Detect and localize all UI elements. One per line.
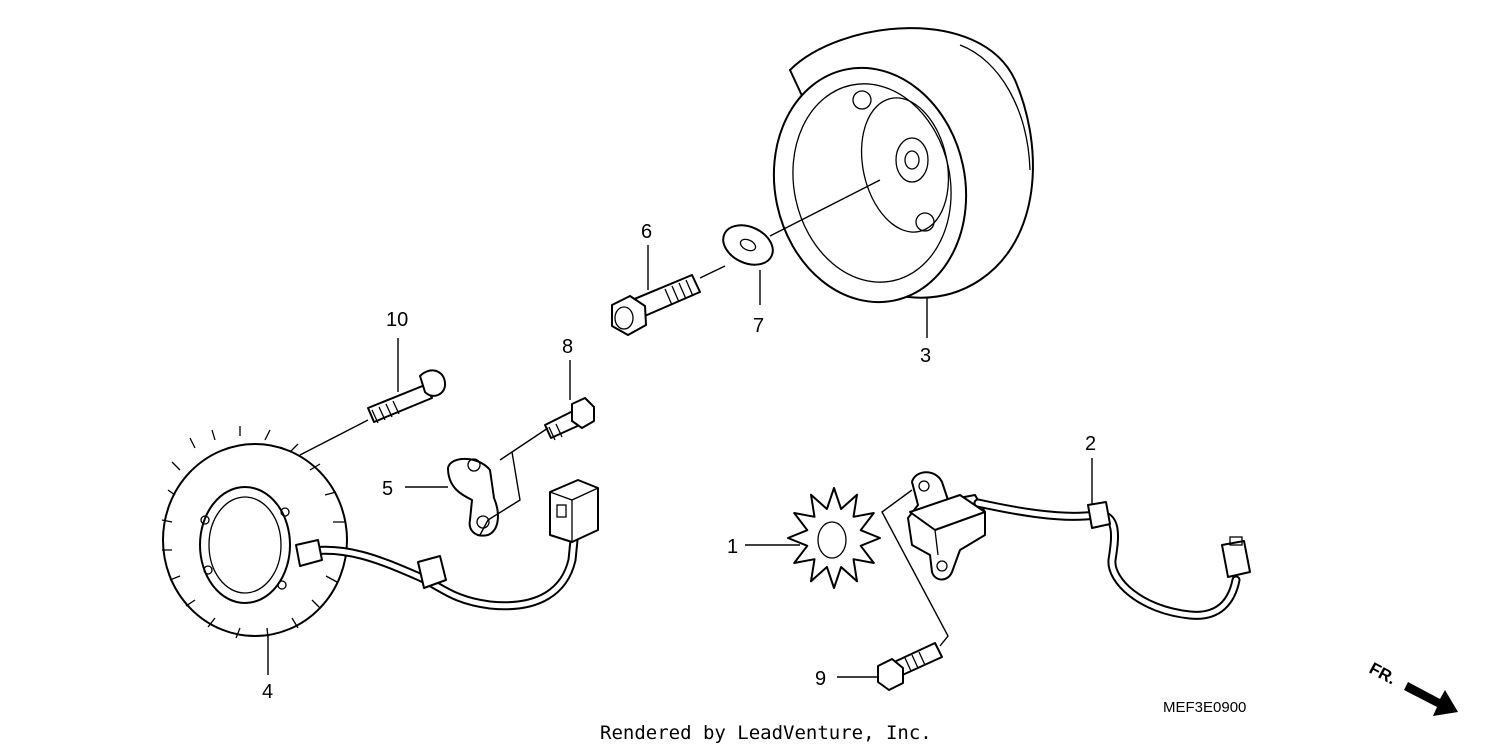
front-arrow-icon bbox=[1404, 682, 1458, 716]
callout-5[interactable]: 5 bbox=[382, 478, 393, 500]
small-bolt-part[interactable] bbox=[544, 397, 595, 441]
callout-4[interactable]: 4 bbox=[262, 681, 273, 703]
callout-3[interactable]: 3 bbox=[920, 345, 931, 367]
callout-10[interactable]: 10 bbox=[386, 309, 408, 331]
leader-lines bbox=[267, 179, 1093, 678]
front-direction-label: FR. bbox=[1366, 659, 1399, 689]
flywheel-bolt-part[interactable] bbox=[611, 274, 701, 336]
callout-2[interactable]: 2 bbox=[1085, 433, 1096, 455]
diagram-code: MEF3E0900 bbox=[1163, 699, 1246, 716]
callout-8[interactable]: 8 bbox=[562, 336, 573, 358]
pulser-rotor-part[interactable] bbox=[787, 487, 881, 589]
washer-part[interactable] bbox=[717, 218, 779, 273]
callout-6[interactable]: 6 bbox=[641, 221, 652, 243]
render-credit: Rendered by LeadVenture, Inc. bbox=[600, 722, 932, 744]
clamp-part[interactable] bbox=[447, 457, 499, 537]
pulse-generator-part[interactable] bbox=[907, 471, 1251, 620]
callout-labels: 1 2 3 4 5 6 7 8 9 10 bbox=[262, 221, 1096, 703]
flywheel-part[interactable] bbox=[753, 27, 1034, 320]
front-direction-indicator: FR. bbox=[1366, 659, 1458, 716]
stator-part[interactable] bbox=[161, 426, 599, 639]
callout-9[interactable]: 9 bbox=[815, 668, 826, 690]
pulse-bolt-part[interactable] bbox=[877, 642, 943, 691]
stator-bolt-part[interactable] bbox=[367, 369, 447, 424]
callout-7[interactable]: 7 bbox=[753, 315, 764, 337]
callout-1[interactable]: 1 bbox=[727, 536, 738, 558]
